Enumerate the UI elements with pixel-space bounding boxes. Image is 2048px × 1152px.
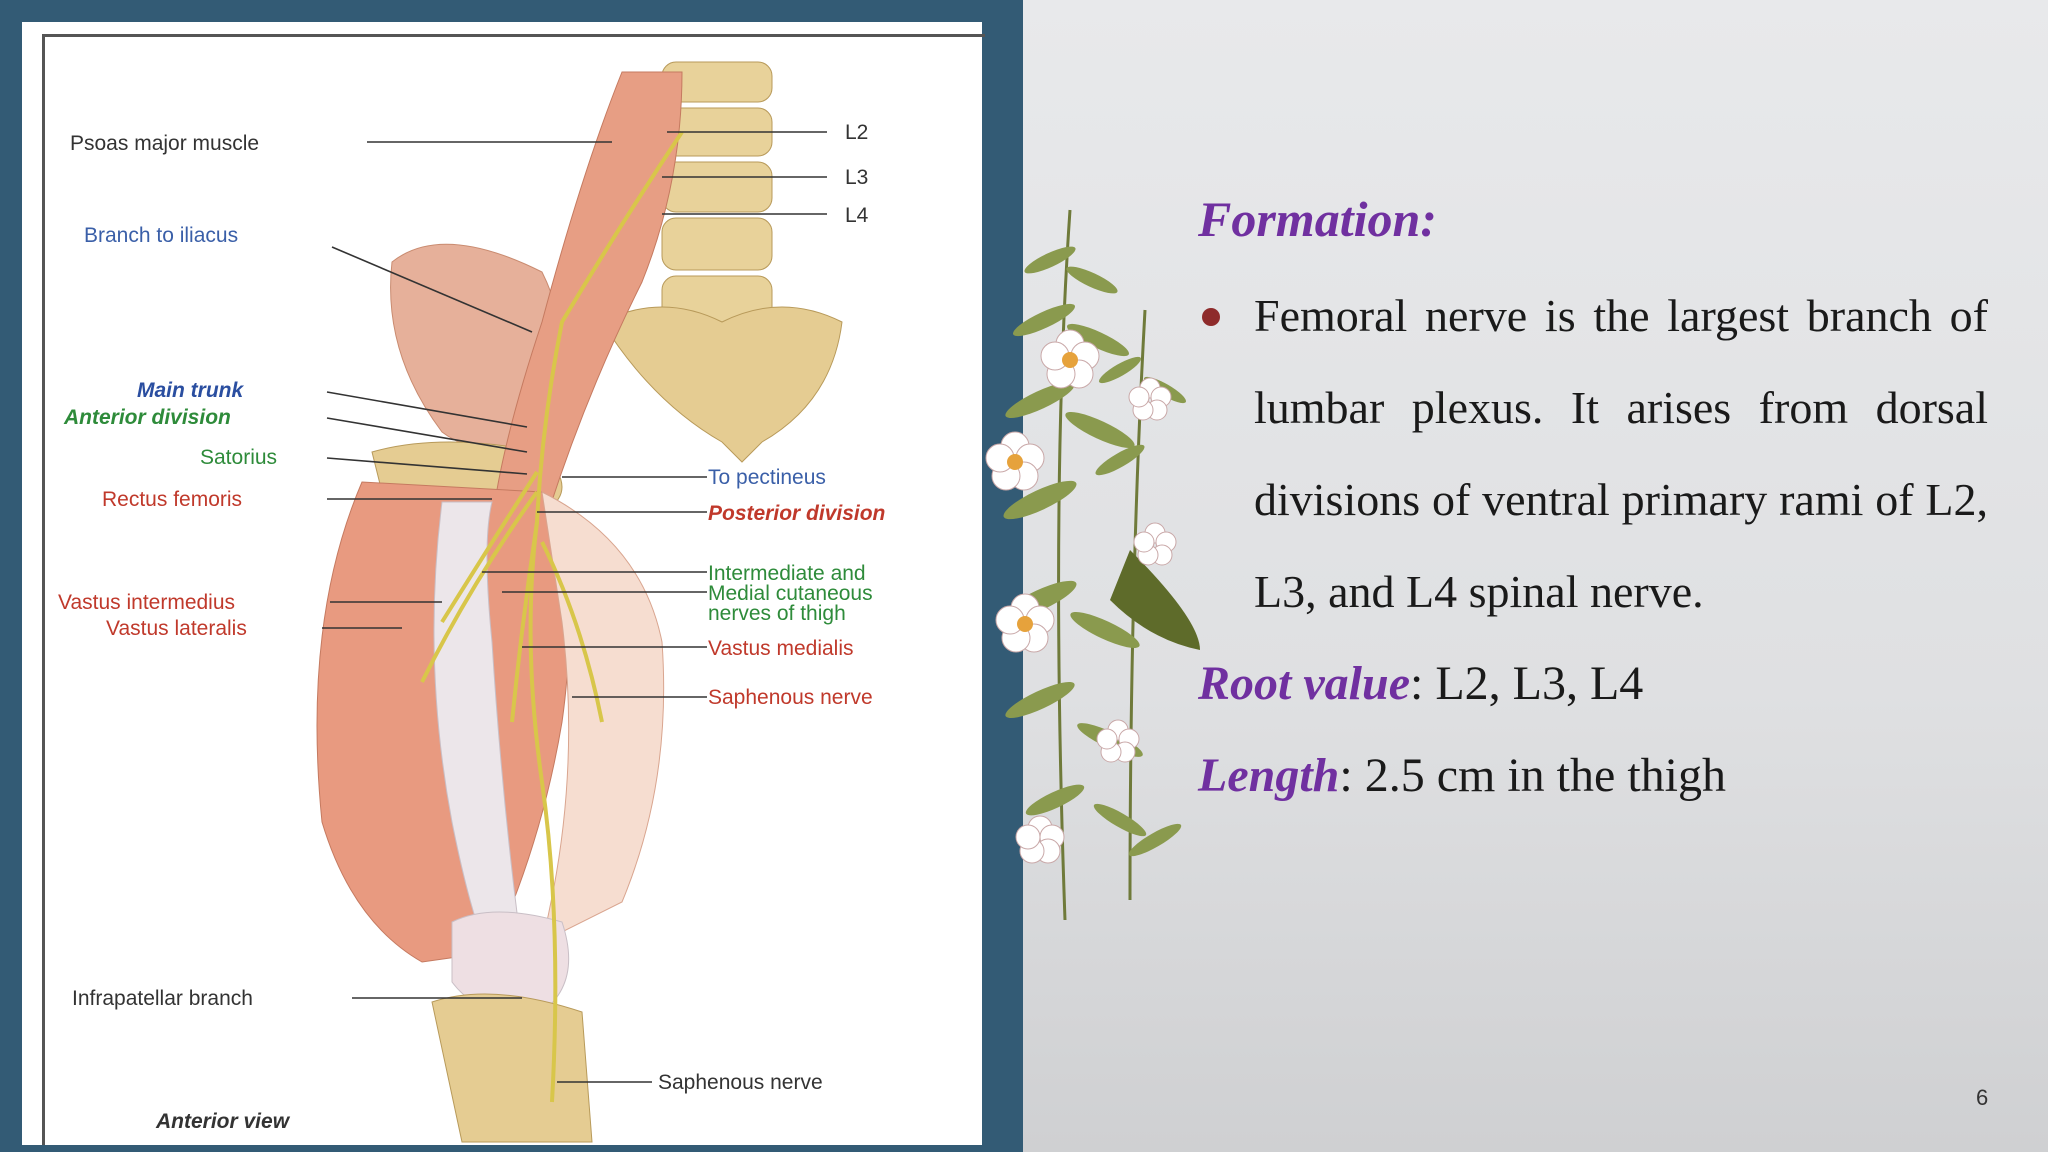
leader-lines: [322, 131, 827, 1083]
label-rectus-femoris: Rectus femoris: [102, 488, 242, 511]
label-psoas: Psoas major muscle: [70, 132, 259, 155]
formation-bullet: Femoral nerve is the largest branch of l…: [1198, 270, 1988, 638]
page-number: 6: [1976, 1085, 1989, 1110]
label-l4: L4: [845, 204, 869, 227]
length-text: : 2.5 cm in the thigh: [1339, 749, 1726, 802]
root-value-label: Root value: [1198, 657, 1410, 710]
label-vastus-medialis: Vastus medialis: [708, 637, 854, 660]
length-line: Length: 2.5 cm in the thigh: [1198, 730, 1988, 822]
label-l2: L2: [845, 121, 868, 144]
label-intermediate-3: nerves of thigh: [708, 602, 846, 625]
label-saphenous-nerve-2: Saphenous nerve: [658, 1071, 823, 1094]
label-posterior-division: Posterior division: [708, 502, 885, 525]
tibia: [431, 993, 593, 1143]
femoral-nerve: [420, 130, 684, 1103]
label-satorius: Satorius: [200, 446, 277, 469]
label-anterior-view: Anterior view: [155, 1110, 291, 1133]
fern-decoration: [985, 209, 1200, 921]
formation-text: Femoral nerve is the largest branch of l…: [1254, 290, 1988, 617]
label-vastus-lateralis: Vastus lateralis: [106, 617, 247, 640]
label-to-pectineus: To pectineus: [708, 466, 826, 489]
figure-frame: Psoas major muscle Branch to iliacus Mai…: [0, 0, 1023, 1152]
lumbar-spine: [601, 61, 843, 463]
root-value-line: Root value: L2, L3, L4: [1198, 638, 1988, 730]
label-vastus-intermedius: Vastus intermedius: [58, 591, 235, 614]
flower-icons: [985, 329, 1177, 864]
label-saphenous-nerve-1: Saphenous nerve: [708, 686, 873, 709]
label-intermediate-2: Medial cutaneous: [708, 582, 873, 605]
label-main-trunk: Main trunk: [137, 379, 244, 402]
length-label: Length: [1198, 749, 1340, 802]
figure-border: [42, 34, 985, 1145]
label-intermediate-1: Intermediate and: [708, 562, 866, 585]
slide-content: Formation: Femoral nerve is the largest …: [1198, 190, 1988, 822]
label-anterior-division: Anterior division: [63, 406, 231, 429]
femoral-nerve-illustration: Psoas major muscle Branch to iliacus Mai…: [58, 61, 885, 1143]
label-l3: L3: [845, 166, 868, 189]
root-value-text: : L2, L3, L4: [1410, 657, 1644, 710]
formation-heading: Formation:: [1198, 191, 1437, 247]
label-infrapatellar: Infrapatellar branch: [72, 987, 253, 1010]
label-branch-iliacus: Branch to iliacus: [84, 224, 238, 247]
bullet-icon: [1202, 308, 1220, 326]
anatomy-figure: Psoas major muscle Branch to iliacus Mai…: [22, 22, 985, 1145]
